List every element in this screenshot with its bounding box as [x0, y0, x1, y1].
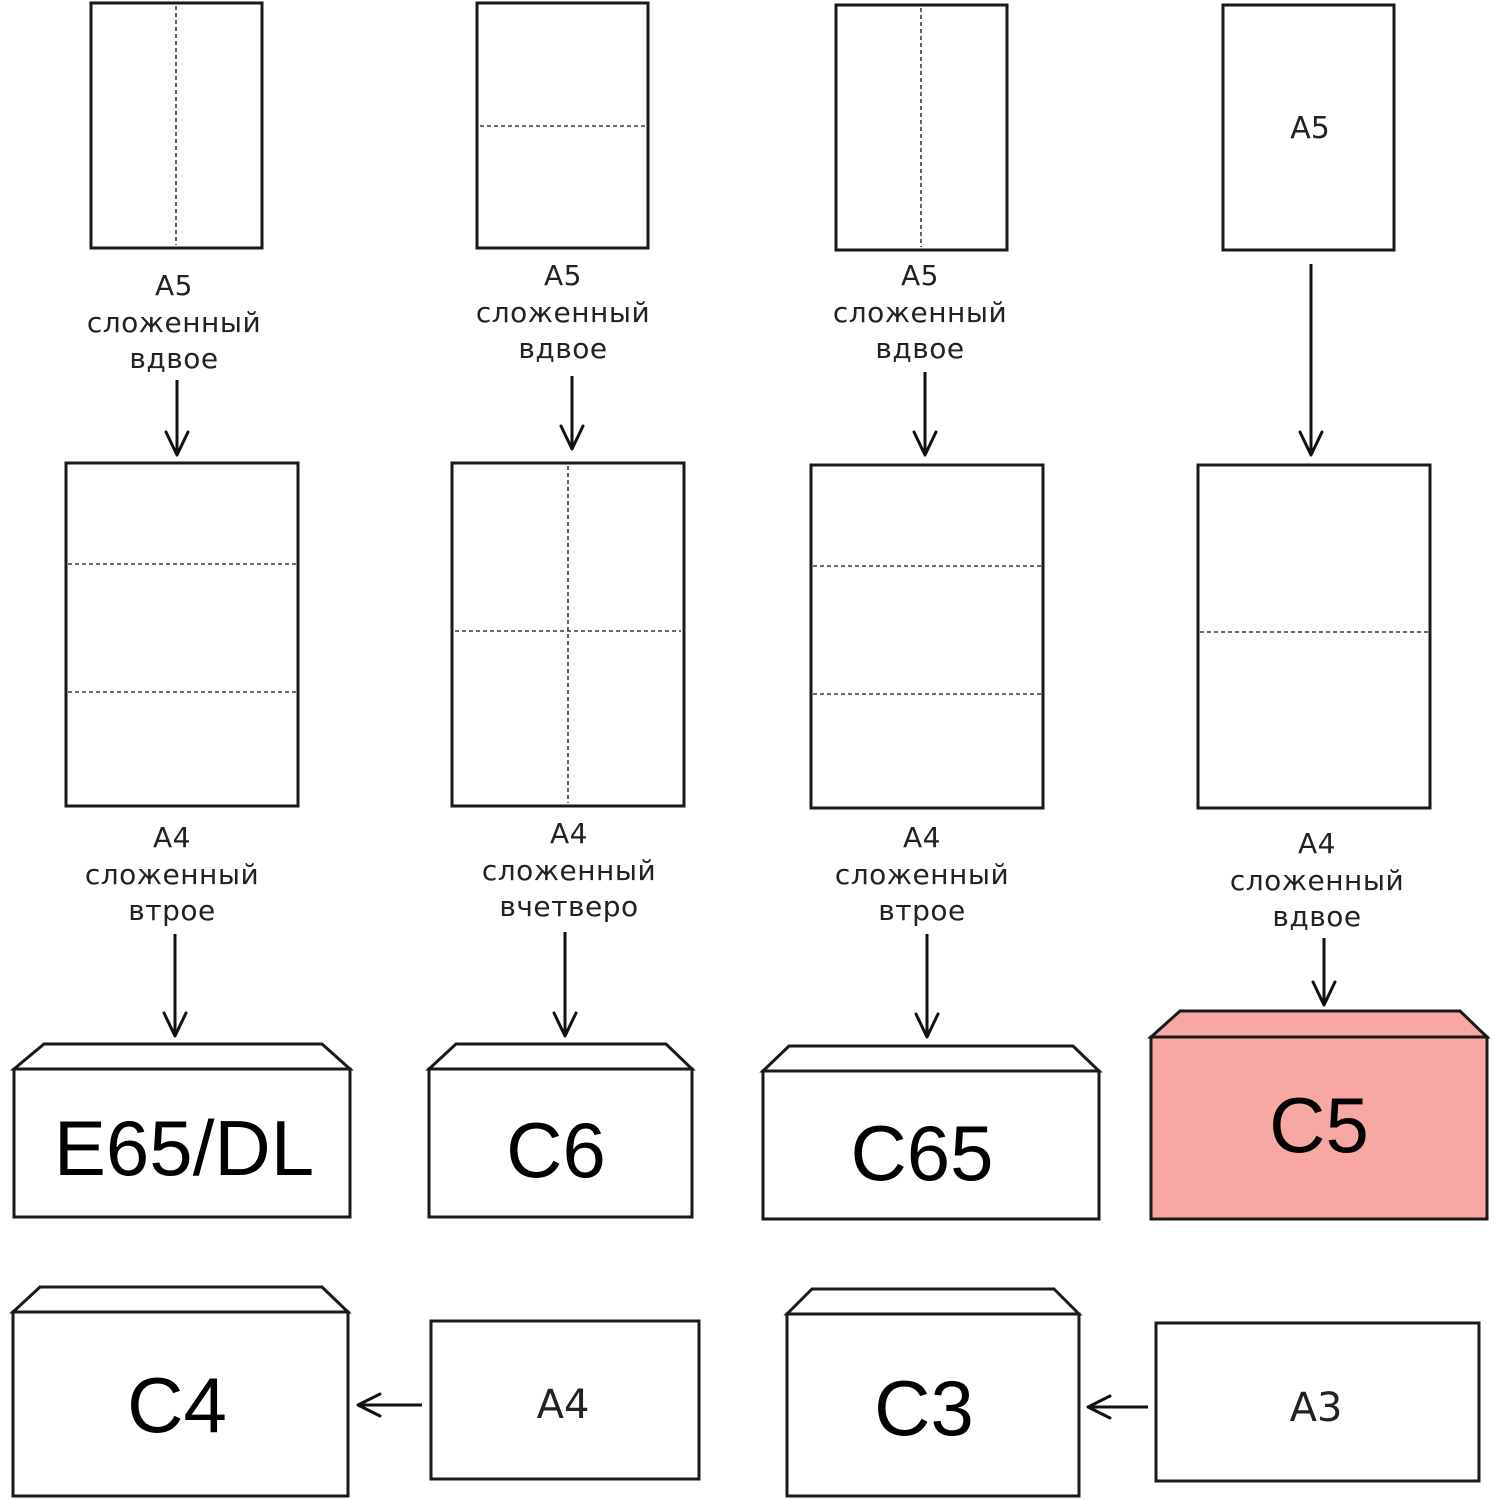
a4-caption-2-line-1: A4: [550, 817, 588, 850]
a4-sheet-bottom-label: A4: [537, 1382, 590, 1428]
a5-caption-3-line-1: A5: [901, 259, 939, 292]
a4-sheet-bottom: [429, 1319, 701, 1481]
a4-caption-3-line-2: сложенный: [835, 858, 1009, 891]
bottom-row-c3: C3 A3: [783, 1287, 1481, 1498]
arrow-down-2b: [552, 932, 578, 1038]
envelope-label-e65-dl: E65/DL: [54, 1104, 314, 1192]
envelope-c5: C5: [1147, 1009, 1491, 1221]
a5-caption-1-line-1: A5: [155, 269, 193, 302]
envelope-c65: C65: [759, 1044, 1103, 1221]
arrow-left-c4: [356, 1392, 422, 1418]
a4-sheet-4: [1196, 463, 1432, 810]
envelope-label-c5: C5: [1269, 1081, 1369, 1169]
arrow-down-1a: [164, 380, 190, 457]
a4-caption-1-line-3: втрое: [128, 894, 215, 927]
arrow-down-2a: [559, 376, 585, 451]
a5-caption-2-line-2: сложенный: [476, 296, 650, 329]
envelope-label-c6: C6: [506, 1106, 606, 1194]
column-3: A5 сложенный вдвое A4 сложенный втрое C6…: [759, 3, 1103, 1221]
a5-caption-2-line-3: вдвое: [518, 332, 607, 365]
a4-caption-2-line-2: сложенный: [482, 854, 656, 887]
envelope-label-c4: C4: [127, 1361, 227, 1449]
arrow-down-3a: [912, 372, 938, 457]
a4-caption-2-line-3: вчетверо: [499, 890, 638, 923]
a5-sheet-2: [475, 1, 650, 250]
a4-caption-1-line-2: сложенный: [85, 858, 259, 891]
a5-caption-3-line-2: сложенный: [833, 296, 1007, 329]
envelope-label-c3: C3: [874, 1364, 974, 1452]
a4-caption-4-line-3: вдвое: [1272, 900, 1361, 933]
a4-caption-1-line-1: A4: [153, 821, 191, 854]
a3-sheet-bottom-label: A3: [1290, 1385, 1343, 1431]
a4-caption-4-line-2: сложенный: [1230, 864, 1404, 897]
a5-sheet-4: [1221, 3, 1396, 252]
a5-sheet-4-label: A5: [1290, 111, 1330, 146]
envelope-c4: C4: [9, 1285, 352, 1498]
a5-caption-3-line-3: вдвое: [875, 332, 964, 365]
arrow-down-3b: [914, 934, 940, 1039]
a4-sheet-3: [809, 463, 1045, 810]
arrow-down-4a: [1298, 264, 1324, 457]
arrow-down-1b: [162, 934, 188, 1038]
a4-sheet-1: [64, 461, 300, 808]
a5-caption-1-line-2: сложенный: [87, 306, 261, 339]
column-4: A5 A4 сложенный вдвое C5: [1147, 3, 1491, 1221]
a4-caption-4-line-1: A4: [1298, 827, 1336, 860]
a5-caption-1-line-3: вдвое: [129, 342, 218, 375]
column-1: A5 сложенный вдвое A4 сложенный втрое E6…: [9, 1, 354, 1219]
arrow-down-4b: [1311, 938, 1337, 1007]
a3-sheet-bottom: [1154, 1321, 1481, 1483]
a4-caption-3-line-1: A4: [903, 821, 941, 854]
envelope-label-c65: C65: [850, 1109, 993, 1197]
a5-caption-2-line-1: A5: [544, 259, 582, 292]
bottom-row-c4: C4 A4: [9, 1285, 701, 1498]
arrow-left-c3: [1086, 1394, 1148, 1420]
column-2: A5 сложенный вдвое A4 сложенный вчетверо…: [425, 1, 696, 1219]
a4-caption-3-line-3: втрое: [878, 894, 965, 927]
envelope-c6: C6: [425, 1042, 696, 1219]
envelope-c3: C3: [783, 1287, 1083, 1498]
envelope-e65-dl: E65/DL: [9, 1042, 354, 1219]
